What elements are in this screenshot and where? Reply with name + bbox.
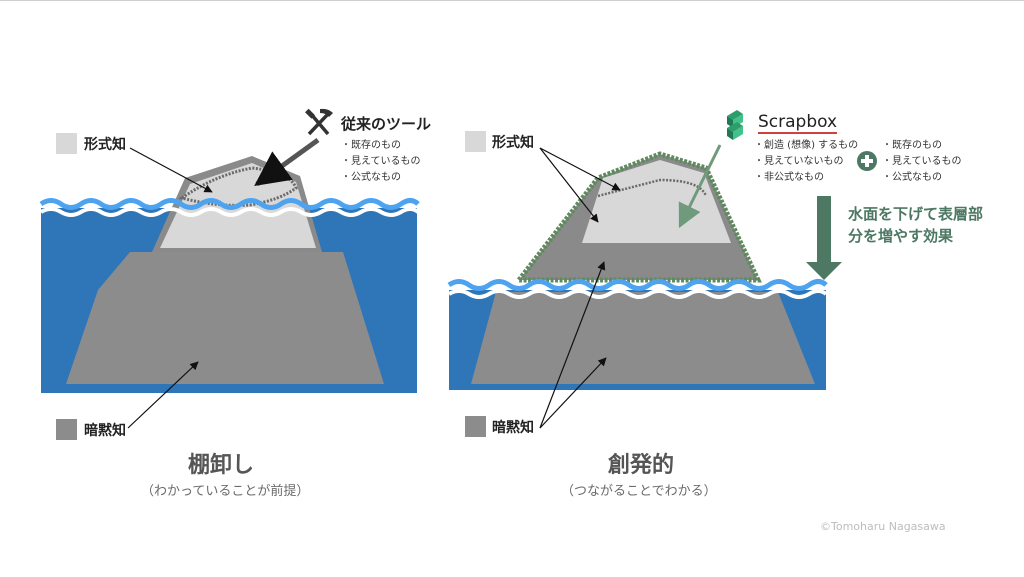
tool-item: 公式なもの — [341, 170, 421, 186]
lower-water-arrow — [806, 196, 842, 280]
right-tacit-mass — [471, 292, 815, 384]
left-formal-swatch — [56, 133, 77, 154]
right-tacit-label: 暗黙知 — [492, 417, 534, 437]
left-subtitle: （わかっていることが前提） — [141, 480, 309, 499]
scrapbox-item-list: 創造 (想像) するもの 見えていないもの 非公式なもの — [754, 138, 858, 186]
copyright-credit: ©Tomoharu Nagasawa — [820, 520, 946, 533]
tool-title: 従来のツール — [341, 113, 431, 134]
tool-item-list: 既存のもの 見えているもの 公式なもの — [341, 138, 421, 186]
plus-item: 既存のもの — [882, 138, 962, 154]
right-formal-arrow-2 — [540, 148, 598, 222]
plus-item: 公式なもの — [882, 170, 962, 186]
right-wave-top — [449, 282, 826, 289]
scrapbox-item: 非公式なもの — [754, 170, 858, 186]
scrapbox-title: Scrapbox — [758, 112, 837, 134]
right-title: 創発的 — [608, 447, 674, 479]
scrapbox-item: 創造 (想像) するもの — [754, 138, 858, 154]
tool-item: 既存のもの — [341, 138, 421, 154]
scrapbox-logo-icon — [727, 110, 743, 140]
plus-item-list: 既存のもの 見えているもの 公式なもの — [882, 138, 962, 186]
left-tacit-label: 暗黙知 — [84, 420, 126, 440]
right-tacit-swatch — [465, 416, 486, 437]
plus-item: 見えているもの — [882, 154, 962, 170]
right-formal-label: 形式知 — [492, 132, 534, 152]
left-formal-label: 形式知 — [84, 134, 126, 154]
scrapbox-item: 見えていないもの — [754, 154, 858, 170]
effect-text: 水面を下げて表層部分を増やす効果 — [848, 203, 983, 247]
pickaxe-hammer-icon — [305, 109, 333, 134]
left-formal-arrow — [130, 148, 212, 192]
plus-circle-icon — [857, 151, 877, 171]
left-tacit-swatch — [56, 419, 77, 440]
right-subtitle: （つながることでわかる） — [561, 480, 717, 499]
tool-item: 見えているもの — [341, 154, 421, 170]
left-tacit-mass — [66, 252, 384, 384]
right-formal-arrow-1 — [540, 148, 620, 190]
right-formal-swatch — [465, 131, 486, 152]
left-title: 棚卸し — [188, 447, 254, 479]
